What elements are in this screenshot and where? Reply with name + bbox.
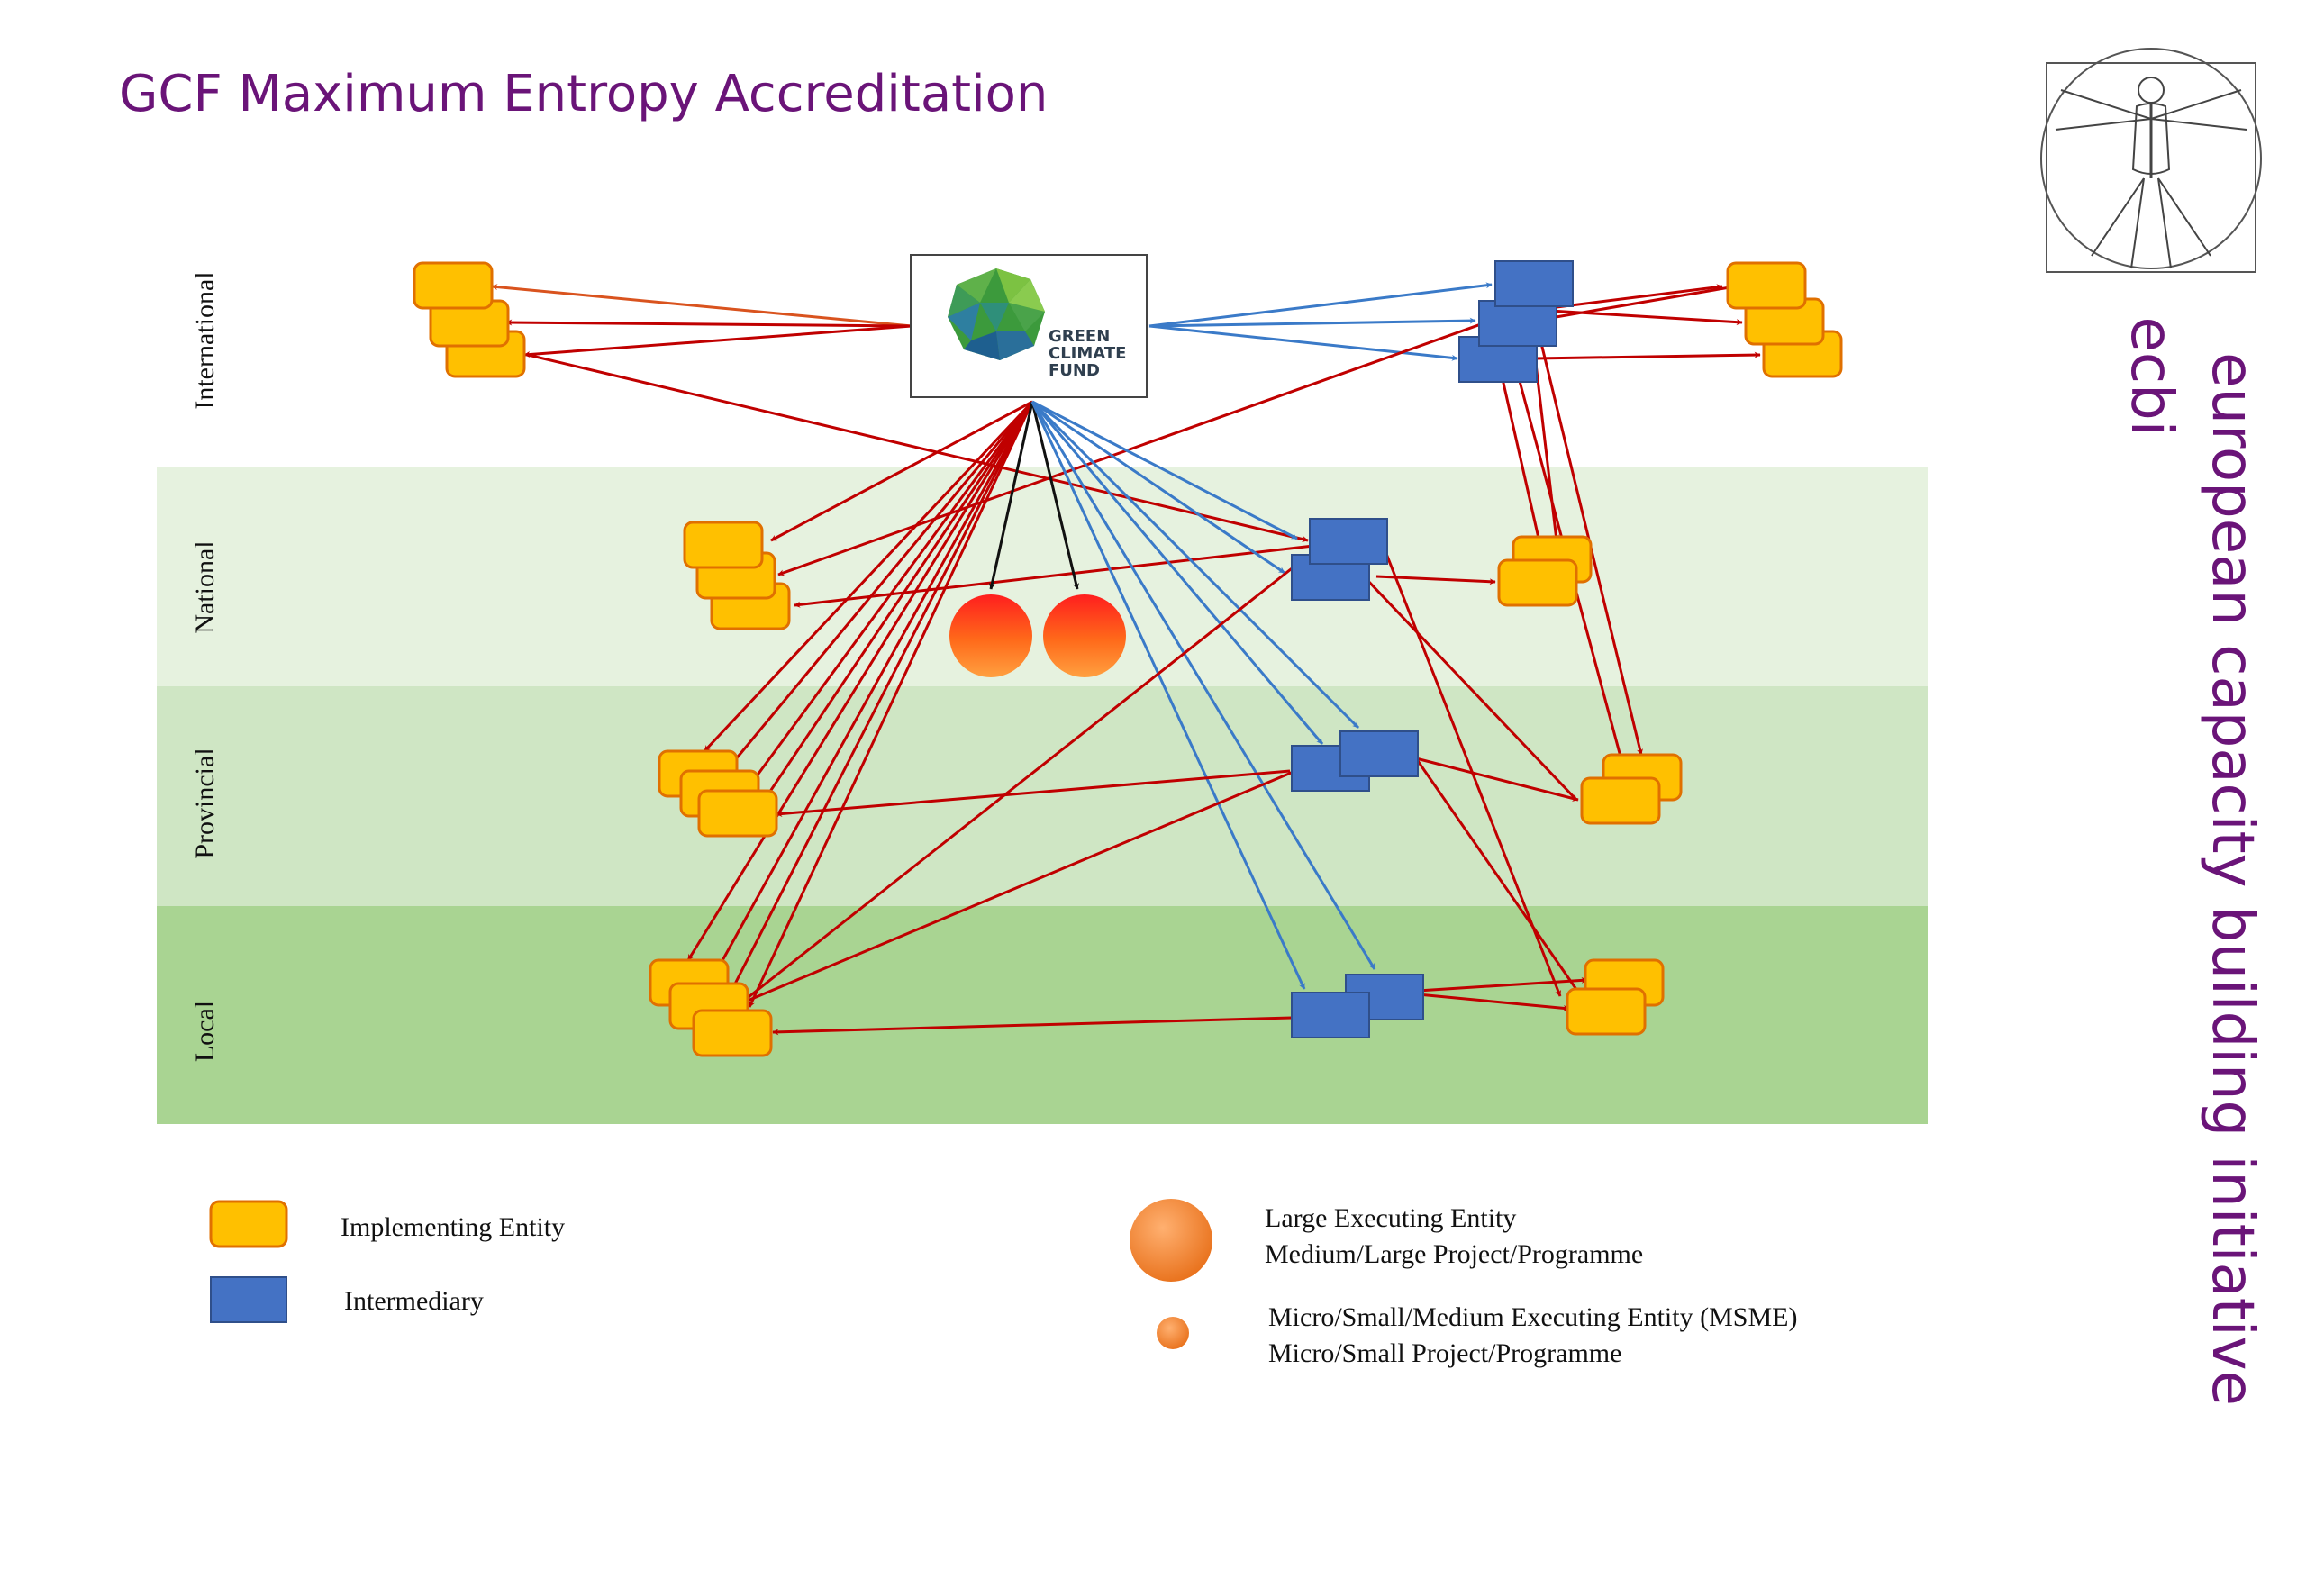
arrow-gcf-to-intl-ie <box>505 319 912 328</box>
arrow-local-intermediary-to-local-ie <box>772 1016 1293 1036</box>
page-title: GCF Maximum Entropy Accreditation <box>119 65 1049 123</box>
arrow-intl-ie-to-national-intermediary <box>527 353 1309 542</box>
legend-msme-swatch <box>1157 1317 1189 1349</box>
arrow-gcf-to-provincial-ie <box>703 400 1034 753</box>
arrow-gcf-to-provincial-intermediary <box>1030 400 1360 730</box>
legend-intermediary-swatch <box>210 1276 287 1323</box>
arrow-gcf-to-local-intermediary <box>1030 401 1306 990</box>
arrow-gcf-to-intl-ie <box>491 284 912 328</box>
arrow-gcf-to-local-ie <box>728 401 1034 995</box>
arrows <box>491 282 1761 1036</box>
implementing-entity <box>413 261 494 310</box>
arrow-gcf-to-intl-intermediary <box>1148 317 1476 328</box>
arrow-national-intermediary-to-local-ie <box>731 564 1296 1012</box>
arrow-gcf-to-provincial-ie <box>760 401 1034 804</box>
arrow-intl-intermediary-to-provincial-ie-right <box>1531 309 1643 756</box>
legend-implementing-label: Implementing Entity <box>340 1212 566 1242</box>
large-executing-entity <box>1043 594 1126 677</box>
arrow-gcf-to-provincial-intermediary <box>1030 401 1324 745</box>
legend-large-executing-label-1: Large Executing Entity <box>1265 1203 1517 1233</box>
implementing-entity <box>697 789 778 838</box>
arrow-national-intermediary-to-local-ie-right <box>1380 541 1562 997</box>
intermediary <box>1494 260 1574 307</box>
arrow-intl-intermediary-to-national-ie <box>777 304 1532 576</box>
arrow-national-intermediary-to-provincial-ie-right <box>1364 576 1578 802</box>
implementing-entity <box>1497 558 1578 607</box>
implementing-entity <box>692 1009 773 1057</box>
arrow-local-intermediary-to-local-ie-right <box>1417 993 1570 1011</box>
implementing-entity <box>683 521 764 569</box>
legend-intermediary-label: Intermediary <box>344 1286 484 1316</box>
arrow-intl-intermediary-to-national-ie-right <box>1499 370 1547 563</box>
implementing-entity <box>1726 261 1807 310</box>
intermediary <box>1291 992 1370 1038</box>
globe-icon <box>948 268 1045 360</box>
arrow-gcf-to-provincial-ie <box>724 401 1034 772</box>
legend-implementing-swatch <box>209 1200 288 1248</box>
arrow-gcf-to-local-ie <box>748 401 1034 1008</box>
large-executing-entities <box>949 594 1126 677</box>
arrow-gcf-to-national-intermediary <box>1031 400 1298 540</box>
arrow-gcf-to-national-intermediary <box>1031 400 1285 575</box>
legend-msme-label-1: Micro/Small/Medium Executing Entity (MSM… <box>1268 1302 1798 1332</box>
legend-msme-label-2: Micro/Small Project/Programme <box>1268 1338 1622 1368</box>
arrow-gcf-to-local-ie <box>710 401 1034 981</box>
arrow-gcf-to-provincial-ie <box>744 401 1034 792</box>
arrow-gcf-to-intl-ie <box>523 324 912 358</box>
arrow-national-intermediary-to-national-ie <box>794 544 1314 608</box>
legend-large-executing-label-2: Medium/Large Project/Programme <box>1265 1239 1644 1269</box>
implementing-entities <box>413 261 1843 1057</box>
legend-large-executing-swatch <box>1130 1199 1212 1282</box>
gcf-logo: GREEN CLIMATE FUND <box>910 254 1148 398</box>
arrow-gcf-to-large-executing-entity <box>1030 401 1079 590</box>
intermediary <box>1478 300 1557 347</box>
gcf-name: GREEN CLIMATE FUND <box>1049 327 1127 380</box>
arrow-gcf-to-local-intermediary <box>1030 401 1376 970</box>
vitruvian-man-icon <box>2040 48 2262 273</box>
implementing-entity <box>1566 987 1647 1036</box>
intermediary <box>1309 518 1388 565</box>
intermediary <box>1339 730 1419 777</box>
legend-swatches <box>209 1199 1212 1349</box>
arrow-intl-ie-to-intl-intermediary <box>1534 285 1736 323</box>
arrow-gcf-to-large-executing-entity <box>988 401 1034 590</box>
arrow-provincial-intermediary-to-local-ie-right <box>1414 757 1585 1001</box>
intermediaries <box>1291 260 1574 1038</box>
arrow-gcf-to-intl-intermediary <box>1148 324 1458 361</box>
arrow-gcf-to-national-ie <box>770 400 1033 542</box>
arrow-provincial-intermediary-to-provincial-ie <box>776 769 1291 817</box>
arrow-provincial-intermediary-to-local-ie <box>736 769 1296 1007</box>
arrow-gcf-to-local-ie <box>686 401 1034 961</box>
arrow-gcf-to-intl-intermediary <box>1148 282 1493 328</box>
arrow-provincial-intermediary-to-provincial-ie-right <box>1415 757 1579 802</box>
implementing-entity <box>1580 776 1661 825</box>
arrow-intl-intermediary-to-ie <box>1534 308 1743 326</box>
large-executing-entity <box>949 594 1032 677</box>
arrow-local-intermediary-to-local-ie-right <box>1417 976 1588 993</box>
arrow-intl-intermediary-to-ie <box>1534 351 1761 360</box>
